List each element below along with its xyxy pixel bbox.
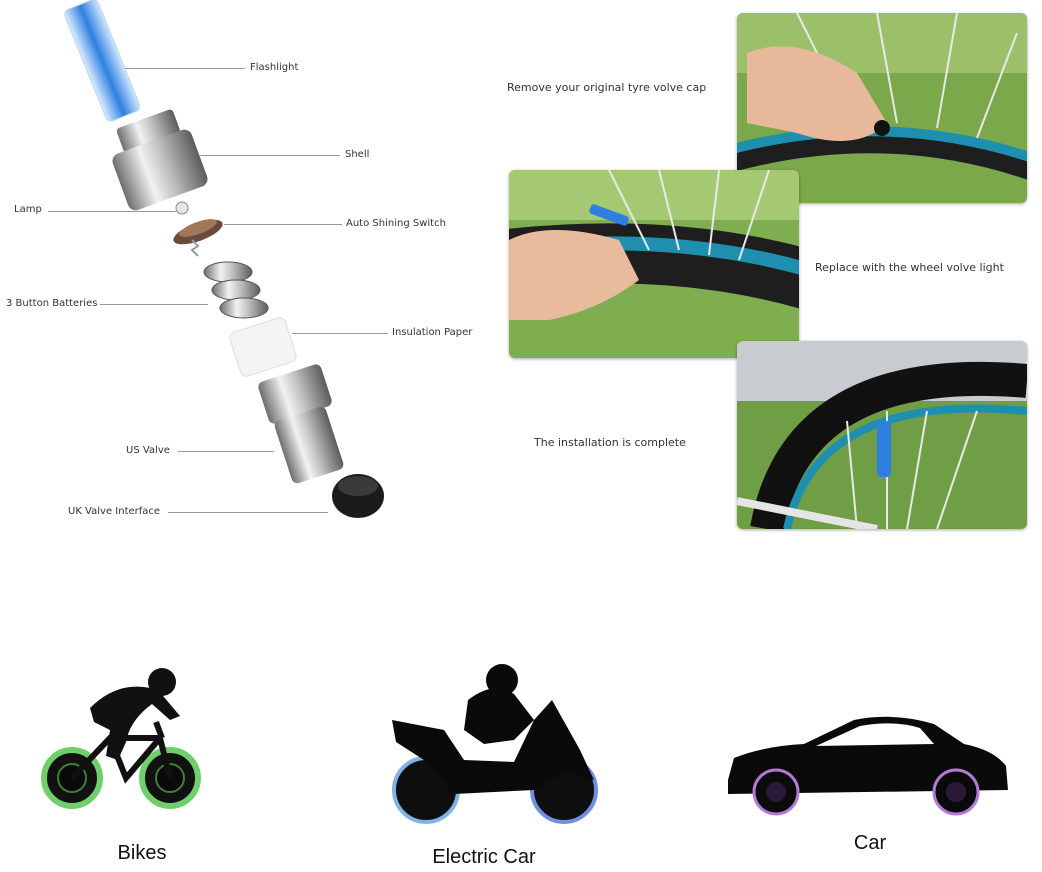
step-1-text: Remove your original tyre volve cap [507, 81, 707, 94]
label-bikes: Bikes [117, 842, 167, 864]
label-lamp: Lamp [14, 204, 42, 215]
photo-remove-cap [737, 13, 1027, 203]
callout-line-uk-valve [168, 512, 328, 513]
insulation-paper-part [229, 317, 297, 377]
us-valve-part [258, 364, 344, 484]
cyclist-icon [41, 668, 201, 809]
flashlight-tube [64, 0, 141, 122]
exploded-valve-light-diagram [64, 0, 384, 518]
callout-line-shell [200, 155, 340, 156]
uk-valve-interface-part [332, 474, 384, 518]
label-batteries: 3 Button Batteries [6, 298, 98, 309]
callout-line-batteries [100, 304, 208, 305]
step-2-text: Replace with the wheel volve light [815, 261, 1004, 274]
label-shell: Shell [345, 149, 370, 160]
auto-switch-part [173, 219, 223, 257]
callout-line-us-valve [178, 451, 274, 452]
label-auto-switch: Auto Shining Switch [346, 218, 446, 229]
step-3-text: The installation is complete [534, 436, 686, 449]
label-us-valve: US Valve [126, 445, 170, 456]
shell-part [112, 109, 208, 211]
button-batteries-part [203, 261, 269, 319]
lamp-part [175, 201, 189, 215]
photo-installation-complete [737, 341, 1027, 529]
car-icon [728, 716, 1008, 816]
motorcycle-icon [392, 664, 598, 824]
label-uk-valve: UK Valve Interface [68, 506, 161, 517]
callout-line-switch [224, 224, 342, 225]
callout-line-lamp [48, 211, 176, 212]
photo-replace-light [509, 170, 799, 358]
label-electric-car: Electric Car [432, 846, 536, 868]
label-insulation: Insulation Paper [392, 327, 473, 338]
label-flashlight: Flashlight [250, 62, 299, 73]
callout-line-flashlight [125, 68, 245, 69]
label-car: Car [853, 832, 887, 854]
callout-line-insulation [292, 333, 388, 334]
